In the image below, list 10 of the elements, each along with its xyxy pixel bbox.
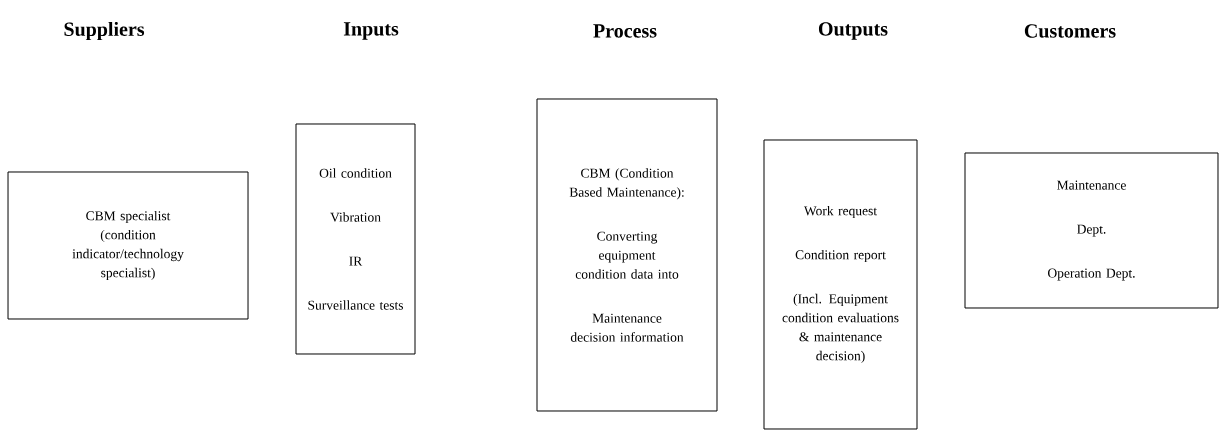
process-box: Oil condition Vibration IR Surveillance tests — [295, 123, 416, 355]
column-heading: Outputs — [818, 22, 888, 40]
column-heading: Customers — [1024, 24, 1116, 38]
column-heading: Suppliers — [64, 21, 145, 41]
process-box: CBM (Condition Based Maintenance): Converting equipment condition data into Maintenance decision information — [536, 98, 718, 412]
process-box: Maintenance Dept. Operation Dept. — [964, 152, 1219, 309]
process-box: CBM specialist (condition indicator/technology specialist) — [7, 171, 249, 320]
process-box: Work request Condition report (Incl. Equipment condition evaluations & maintenance decision) — [763, 139, 918, 430]
column-heading: Inputs — [343, 22, 399, 40]
column-heading: Process — [593, 24, 657, 38]
